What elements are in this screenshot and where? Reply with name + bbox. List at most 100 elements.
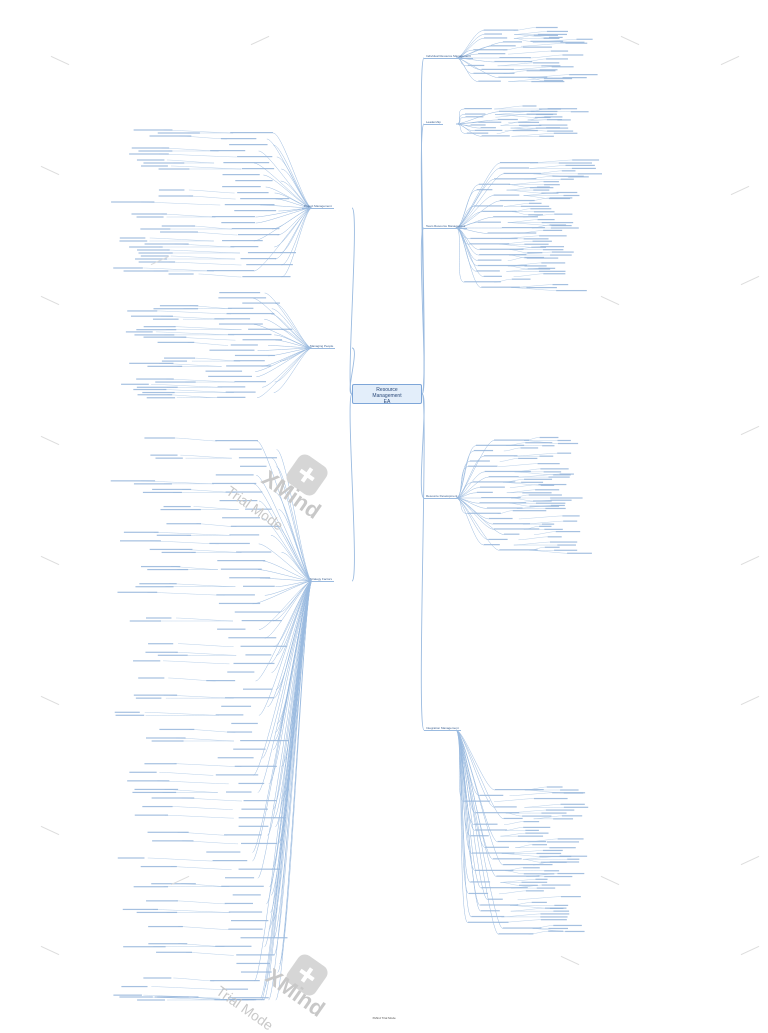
leaf-left-2-48 bbox=[206, 851, 241, 853]
central-topic[interactable]: Resource Management EA bbox=[352, 384, 422, 405]
subleaf-right-1-10-1 bbox=[539, 135, 554, 137]
subleaf-left-1-9-0 bbox=[143, 336, 187, 338]
subleaf-right-1-4-0 bbox=[544, 116, 563, 118]
leaf-right-2-19 bbox=[477, 264, 528, 267]
subconnector-right-1-7-2 bbox=[510, 127, 548, 132]
subconnector-right-3-20-0 bbox=[513, 541, 550, 546]
subleaf-right-4-20-1 bbox=[554, 904, 569, 906]
branch-right-3[interactable]: Team Resource Management bbox=[424, 224, 468, 229]
leaf-left-0-21 bbox=[240, 258, 277, 260]
connector-left-2-32 bbox=[258, 580, 313, 716]
leaf-right-3-14 bbox=[467, 512, 501, 514]
leaf-left-0-8 bbox=[235, 180, 273, 182]
subleaf-left-1-19-1 bbox=[142, 391, 175, 394]
subleaf-left-2-55-1 bbox=[136, 911, 178, 914]
leaf-left-2-22 bbox=[217, 628, 246, 630]
connector-left-0-24 bbox=[281, 207, 313, 278]
subleaf-left-0-19-0 bbox=[144, 243, 189, 245]
leaf-left-1-13 bbox=[233, 360, 265, 362]
subleaf-left-0-0-0 bbox=[133, 129, 173, 131]
subleaf-right-0-9-0 bbox=[533, 62, 560, 64]
subleaf-left-1-17-1 bbox=[155, 381, 196, 383]
branch-right-4[interactable]: Resource Development bbox=[424, 494, 460, 499]
leaf-left-0-22 bbox=[246, 264, 293, 266]
branch-right-2[interactable]: Leadership bbox=[424, 120, 443, 125]
leaf-right-1-3 bbox=[465, 116, 484, 118]
branch-left-3[interactable]: Strategy Factors bbox=[308, 577, 335, 582]
subleaf-right-2-6-1 bbox=[563, 194, 580, 197]
leaf-right-0-2 bbox=[483, 37, 508, 39]
subleaf-left-2-30-0 bbox=[133, 694, 178, 696]
subleaf-right-2-17-0 bbox=[551, 251, 574, 253]
subleaf-right-4-21-0 bbox=[545, 907, 567, 909]
connector-left-2-49 bbox=[252, 580, 313, 862]
subleaf-right-4-11-1 bbox=[536, 852, 562, 855]
subleaf-right-3-16-0 bbox=[563, 520, 578, 522]
subleaf-right-4-15-1 bbox=[544, 875, 573, 878]
leaf-right-1-2 bbox=[464, 113, 486, 115]
subleaf-left-2-13-1 bbox=[161, 551, 196, 554]
subleaf-left-0-6-0 bbox=[141, 165, 168, 167]
subconnector-right-2-21-0 bbox=[513, 273, 544, 277]
subleaf-right-2-23-2 bbox=[556, 289, 587, 292]
subconnector-left-0-4-0 bbox=[159, 153, 237, 158]
subleaf-left-0-16-0 bbox=[161, 225, 196, 227]
connector-left-2 bbox=[349, 393, 355, 582]
subleaf-left-0-6-1 bbox=[158, 168, 190, 170]
leaf-left-1-9 bbox=[242, 339, 283, 341]
leaf-left-2-63 bbox=[210, 980, 260, 982]
leaf-left-1-20 bbox=[217, 396, 246, 398]
subconnector-right-2-10-0 bbox=[523, 213, 555, 218]
connector-right-2-8 bbox=[455, 206, 475, 229]
connector-right-4-15 bbox=[455, 729, 497, 877]
subconnector-left-2-60-0 bbox=[186, 952, 234, 956]
subleaf-right-4-16-0 bbox=[535, 878, 548, 880]
subleaf-left-1-4-0 bbox=[127, 310, 158, 312]
subleaf-right-3-6-0 bbox=[540, 468, 569, 470]
leaf-right-1-9 bbox=[466, 132, 489, 134]
leaf-right-4-7 bbox=[475, 829, 508, 831]
branch-left-1[interactable]: Project Management bbox=[302, 204, 334, 209]
subconnector-right-2-20-0 bbox=[506, 268, 539, 272]
subleaf-right-4-19-0 bbox=[560, 896, 581, 898]
subleaf-right-3-0-0 bbox=[539, 436, 559, 439]
leaf-right-2-14 bbox=[470, 237, 518, 240]
subleaf-right-0-3-1 bbox=[560, 41, 585, 43]
connector-right-4-0 bbox=[455, 729, 495, 791]
subleaf-right-4-14-2 bbox=[523, 873, 555, 875]
subconnector-right-0-6-0 bbox=[508, 50, 551, 55]
subconnector-right-2-11-2 bbox=[507, 222, 552, 226]
leaf-left-0-16 bbox=[231, 228, 280, 230]
branch-left-2[interactable]: Managing People bbox=[308, 344, 336, 349]
leaf-left-0-5 bbox=[223, 162, 270, 164]
leaf-right-3-16 bbox=[492, 523, 531, 525]
subconnector-left-2-38-0 bbox=[174, 763, 242, 767]
subleaf-right-2-22-0 bbox=[511, 278, 531, 280]
subleaf-left-2-6-0 bbox=[152, 488, 192, 491]
subleaf-right-4-10-0 bbox=[532, 844, 547, 846]
connector-right-2 bbox=[420, 227, 425, 395]
subleaf-right-4-22-0 bbox=[540, 913, 570, 915]
leaf-left-1-10 bbox=[230, 344, 258, 346]
subleaf-right-2-19-0 bbox=[541, 262, 566, 264]
leaf-left-0-24 bbox=[242, 276, 291, 278]
subleaf-left-2-28-0 bbox=[138, 677, 165, 679]
subleaf-right-3-2-0 bbox=[520, 447, 539, 449]
branch-right-1[interactable]: Individual Resource Management bbox=[424, 54, 473, 59]
leaf-left-1-4 bbox=[226, 312, 275, 315]
subconnector-right-2-7-0 bbox=[529, 197, 550, 202]
leaf-left-2-13 bbox=[236, 551, 272, 553]
subconnector-right-4-22-0 bbox=[501, 913, 541, 918]
leaf-right-3-1 bbox=[475, 444, 525, 446]
leaf-left-2-36 bbox=[233, 748, 266, 750]
leaf-left-2-39 bbox=[215, 774, 259, 776]
connector-left-1-4 bbox=[270, 313, 313, 349]
branch-right-5[interactable]: Integration Management bbox=[424, 726, 461, 731]
subconnector-right-2-5-0 bbox=[506, 186, 538, 191]
subleaf-right-4-7-1 bbox=[525, 829, 539, 831]
subconnector-right-4-10-0 bbox=[515, 844, 533, 848]
subleaf-right-3-10-1 bbox=[522, 492, 552, 494]
connector-left-2-28 bbox=[255, 580, 313, 682]
leaf-right-3-7 bbox=[488, 476, 519, 478]
leaf-right-2-7 bbox=[499, 199, 535, 202]
